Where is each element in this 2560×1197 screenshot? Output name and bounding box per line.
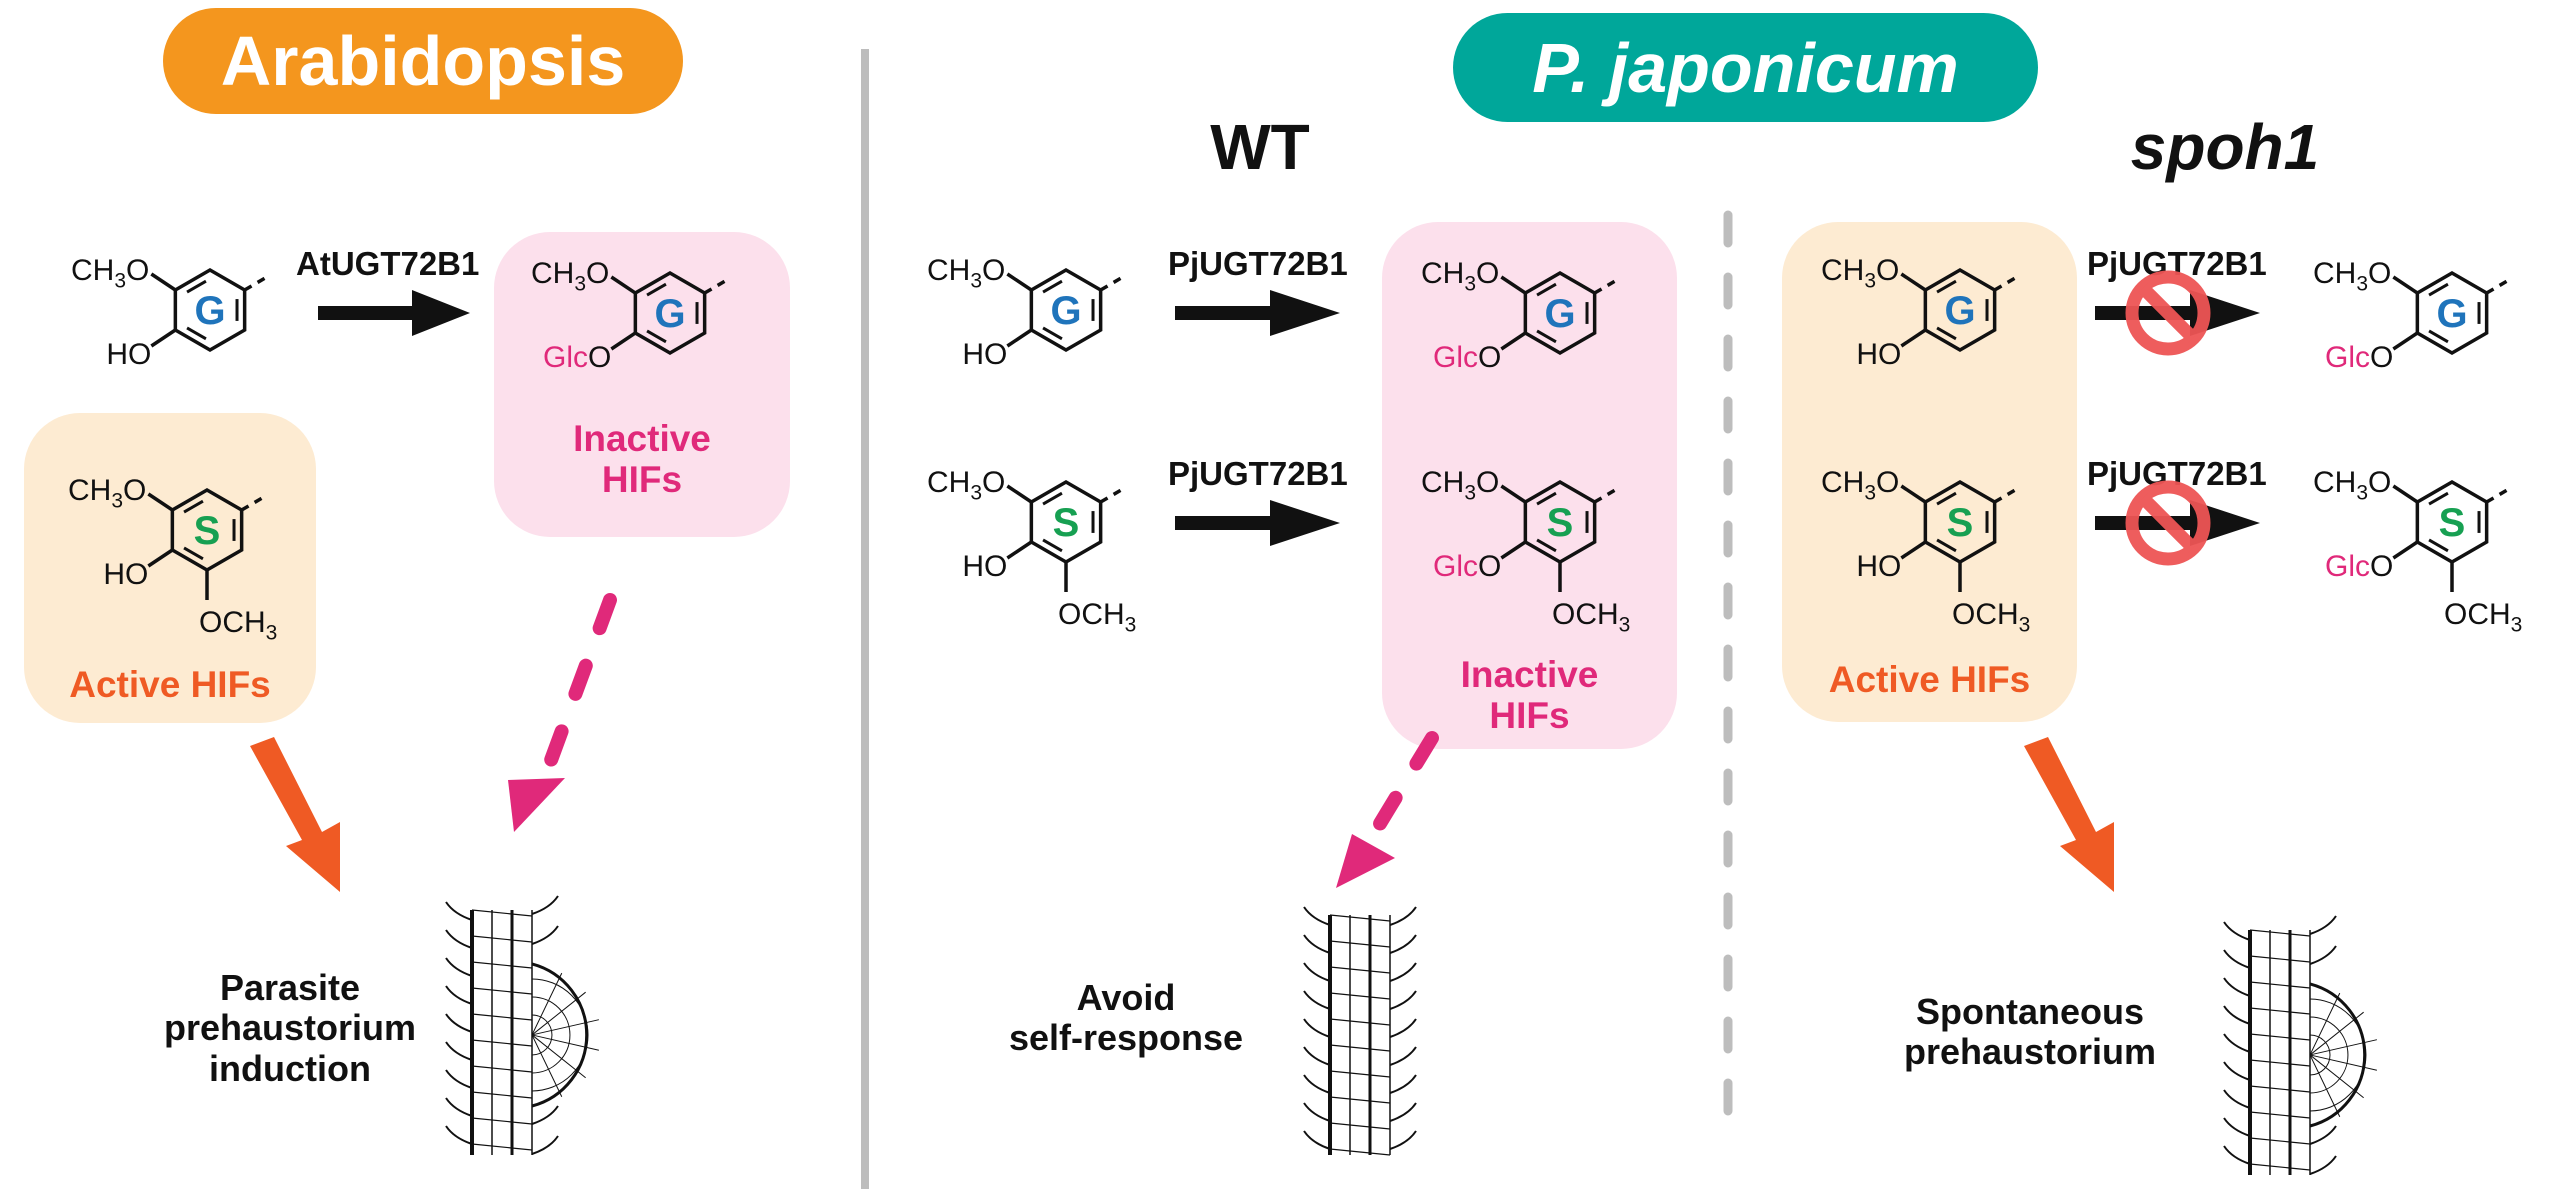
glucoside-label: GlcO: [1433, 550, 1501, 583]
inactive-line2: HIFs: [601, 459, 683, 501]
syringyl-molecule: S CH3O GlcO OCH3: [2313, 466, 2522, 637]
methoxy-label: CH3O: [1821, 466, 1899, 505]
ring-letter: G: [2436, 292, 2467, 336]
guaiacyl-molecule: G CH3O HO: [1821, 254, 2020, 371]
methoxy-label: CH3O: [927, 254, 1005, 293]
glucoside-label: GlcO: [2325, 341, 2393, 374]
methoxy-label: OCH3: [199, 606, 277, 645]
guaiacyl-molecule: G CH3O GlcO: [2313, 257, 2512, 374]
arabidopsis-header-text: Arabidopsis: [220, 22, 626, 100]
glucoside-label: GlcO: [1433, 341, 1501, 374]
methoxy-label: OCH3: [1952, 598, 2030, 637]
guaiacyl-molecule: G CH3O GlcO: [1421, 257, 1620, 374]
wt-label: WT: [1210, 111, 1310, 183]
syringyl-molecule: S CH3O HO OCH3: [927, 466, 1136, 637]
hydroxyl-label: HO: [103, 558, 148, 591]
methoxy-label: OCH3: [1552, 598, 1630, 637]
ring-letter: G: [654, 292, 685, 336]
enzyme-label: AtUGT72B1: [296, 245, 480, 282]
prohibited-icon: [2125, 480, 2211, 566]
hydroxyl-label: HO: [1856, 550, 1901, 583]
guaiacyl-molecule: G CH3O HO: [927, 254, 1126, 371]
outcome-line: prehaustorium: [163, 1007, 417, 1049]
methoxy-label: CH3O: [927, 466, 1005, 505]
induction-arrow: [250, 737, 340, 892]
hydroxyl-label: HO: [106, 338, 151, 371]
outcome-line: induction: [209, 1047, 371, 1089]
arabidopsis-inactive-label: Inactive HIFs: [494, 418, 790, 501]
ring-letter: S: [194, 509, 221, 553]
ring-letter: S: [1053, 501, 1080, 545]
inactive-arrow: [1336, 731, 1439, 888]
syringyl-molecule: S CH3O HO OCH3: [68, 474, 277, 645]
outcome-line: Spontaneous: [1915, 991, 2144, 1032]
hydroxyl-label: HO: [962, 550, 1007, 583]
arabidopsis-header: Arabidopsis: [163, 8, 683, 114]
inactive-line1: Inactive: [1460, 654, 1599, 695]
prohibited-icon: [2125, 270, 2211, 356]
inactive-arrow: [508, 593, 617, 832]
inactive-line2: HIFs: [1489, 695, 1570, 737]
spoh1-outcome: Spontaneous prehaustorium: [1870, 991, 2190, 1073]
spoh1-active-label: Active HIFs: [1828, 659, 2031, 700]
inactive-line1: Inactive: [573, 418, 711, 459]
arabidopsis-inactive-box: [494, 232, 790, 537]
induction-arrow: [2024, 737, 2114, 892]
ring-letter: G: [1944, 289, 1975, 333]
methoxy-label: CH3O: [68, 474, 146, 513]
methoxy-label: CH3O: [531, 257, 609, 296]
outcome-line: self-response: [1008, 1017, 1244, 1059]
spoh1-label: spoh1: [2130, 111, 2320, 183]
methoxy-label: OCH3: [1058, 598, 1136, 637]
prehaustorium-root: [2223, 915, 2377, 1175]
spoh1-active-box: [1782, 222, 2077, 722]
ring-letter: S: [1547, 501, 1574, 545]
enzyme-label: PjUGT72B1: [1168, 455, 1348, 492]
wt-inactive-box: [1382, 222, 1677, 749]
outcome-line: Parasite: [219, 967, 361, 1008]
methoxy-label: CH3O: [71, 254, 149, 293]
outcome-line: Avoid: [1076, 977, 1176, 1018]
pjaponicum-header-text: P. japonicum: [1532, 28, 1959, 107]
guaiacyl-molecule: G CH3O HO: [71, 254, 270, 371]
methoxy-label: CH3O: [1421, 257, 1499, 296]
section-divider: [861, 49, 869, 1189]
ring-letter: S: [2439, 501, 2466, 545]
methoxy-label: CH3O: [2313, 466, 2391, 505]
glucoside-label: GlcO: [543, 341, 611, 374]
wt-outcome: Avoid self-response: [966, 977, 1286, 1059]
reaction-arrow: [1175, 290, 1340, 336]
syringyl-molecule: S CH3O GlcO OCH3: [1421, 466, 1630, 637]
prehaustorium-root: [445, 895, 599, 1155]
arabidopsis-outcome: Parasite prehaustorium induction: [100, 967, 480, 1089]
enzyme-label: PjUGT72B1: [1168, 245, 1348, 282]
outcome-line: prehaustorium: [1903, 1031, 2157, 1073]
wt-inactive-label: Inactive HIFs: [1382, 654, 1677, 737]
normal-root: [1303, 906, 1417, 1156]
reaction-arrow: [1175, 500, 1340, 546]
pjaponicum-header: P. japonicum: [1453, 13, 2038, 122]
arabidopsis-active-box: [24, 413, 316, 723]
glucoside-label: GlcO: [2325, 550, 2393, 583]
ring-letter: G: [1050, 289, 1081, 333]
hydroxyl-label: HO: [962, 338, 1007, 371]
hydroxyl-label: HO: [1856, 338, 1901, 371]
methoxy-label: OCH3: [2444, 598, 2522, 637]
arabidopsis-active-label: Active HIFs: [69, 664, 271, 705]
syringyl-molecule: S CH3O HO OCH3: [1821, 466, 2030, 637]
methoxy-label: CH3O: [1821, 254, 1899, 293]
ring-letter: G: [194, 289, 225, 333]
guaiacyl-molecule: G CH3O GlcO: [531, 257, 730, 374]
ring-letter: G: [1544, 292, 1575, 336]
reaction-arrow: [318, 290, 470, 336]
methoxy-label: CH3O: [2313, 257, 2391, 296]
methoxy-label: CH3O: [1421, 466, 1499, 505]
ring-letter: S: [1947, 501, 1974, 545]
